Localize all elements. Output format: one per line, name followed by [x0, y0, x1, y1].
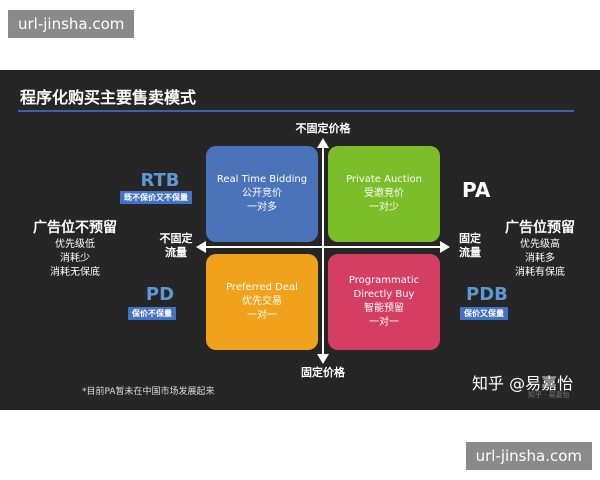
model-pdb-name: PDB — [466, 284, 508, 305]
quadrant-line: 一对一 — [369, 317, 399, 328]
axis-label-left: 不固定流量 — [156, 232, 196, 260]
slide: 程序化购买主要售卖模式 不固定价格 固定价格 不固定流量 固定流量 Real T… — [0, 70, 600, 410]
axis-label-line: 固定 — [459, 232, 481, 245]
slide-title: 程序化购买主要售卖模式 — [20, 88, 197, 107]
side-right-line: 消耗有保底 — [515, 267, 565, 278]
axis-label-bottom: 固定价格 — [301, 366, 345, 379]
arrow-left-icon — [196, 241, 206, 253]
quadrant-line: Preferred Deal — [226, 282, 298, 293]
quadrant-pd: Preferred Deal 优先交易一对一 — [206, 254, 318, 350]
side-block-unreserved: 广告位不预留 优先级低 消耗少 消耗无保底 — [30, 218, 120, 280]
axis-label-line: 流量 — [459, 246, 481, 259]
model-pa-name: PA — [462, 178, 491, 202]
model-pd-name: PD — [145, 284, 175, 305]
side-left-heading: 广告位不预留 — [33, 220, 117, 236]
quadrant-pa: Private Auction 受邀竞价一对少 — [328, 146, 440, 242]
watermark-bottom: url-jinsha.com — [465, 442, 592, 470]
side-block-reserved: 广告位预留 优先级高 消耗多 消耗有保底 — [492, 218, 588, 280]
quadrant-line: 一对多 — [247, 202, 277, 213]
traffic-axis — [200, 246, 444, 248]
side-left-line: 消耗少 — [60, 253, 90, 264]
arrow-right-icon — [440, 241, 450, 253]
footnote: *目前PA暂未在中国市场发展起来 — [82, 387, 215, 397]
axis-label-right: 固定流量 — [450, 232, 490, 260]
quadrant-rtb: Real Time Bidding 公开竞价一对多 — [206, 146, 318, 242]
quadrant-line: 智能预留 — [364, 303, 404, 314]
axis-label-top: 不固定价格 — [295, 122, 351, 135]
author-signature: 知乎 @易嘉怡 — [472, 374, 574, 393]
side-left-line: 消耗无保底 — [50, 267, 100, 278]
quadrant-line: 公开竞价 — [242, 188, 282, 199]
quadrant-line: 一对少 — [369, 202, 399, 213]
price-axis — [322, 140, 324, 360]
author-signature-faint: 知乎 · 易嘉怡 — [528, 391, 570, 399]
arrow-up-icon — [317, 138, 329, 148]
arrow-down-icon — [317, 354, 329, 364]
quadrant-line: 一对一 — [247, 310, 277, 321]
quadrant-line: 受邀竞价 — [364, 188, 404, 199]
model-pdb-badge: 保价又保量 — [460, 307, 508, 320]
quadrant-line: 优先交易 — [242, 296, 282, 307]
model-rtb-name: RTB — [140, 170, 180, 191]
side-right-heading: 广告位预留 — [505, 220, 575, 236]
watermark-top: url-jinsha.com — [8, 10, 135, 38]
model-rtb-badge: 既不保价又不保量 — [120, 191, 192, 204]
quadrant-line: Real Time Bidding — [216, 174, 308, 185]
axis-label-line: 不固定 — [159, 232, 193, 245]
quadrant-line: Private Auction — [346, 174, 422, 185]
side-left-line: 优先级低 — [55, 239, 95, 250]
quadrant-line: Programmatic — [348, 275, 420, 286]
axis-label-line: 流量 — [165, 246, 187, 259]
side-right-line: 优先级高 — [520, 239, 560, 250]
title-underline — [18, 110, 574, 112]
quadrant-line: Directly Buy — [353, 289, 415, 300]
side-right-line: 消耗多 — [525, 253, 555, 264]
model-pd-badge: 保价不保量 — [128, 307, 176, 320]
